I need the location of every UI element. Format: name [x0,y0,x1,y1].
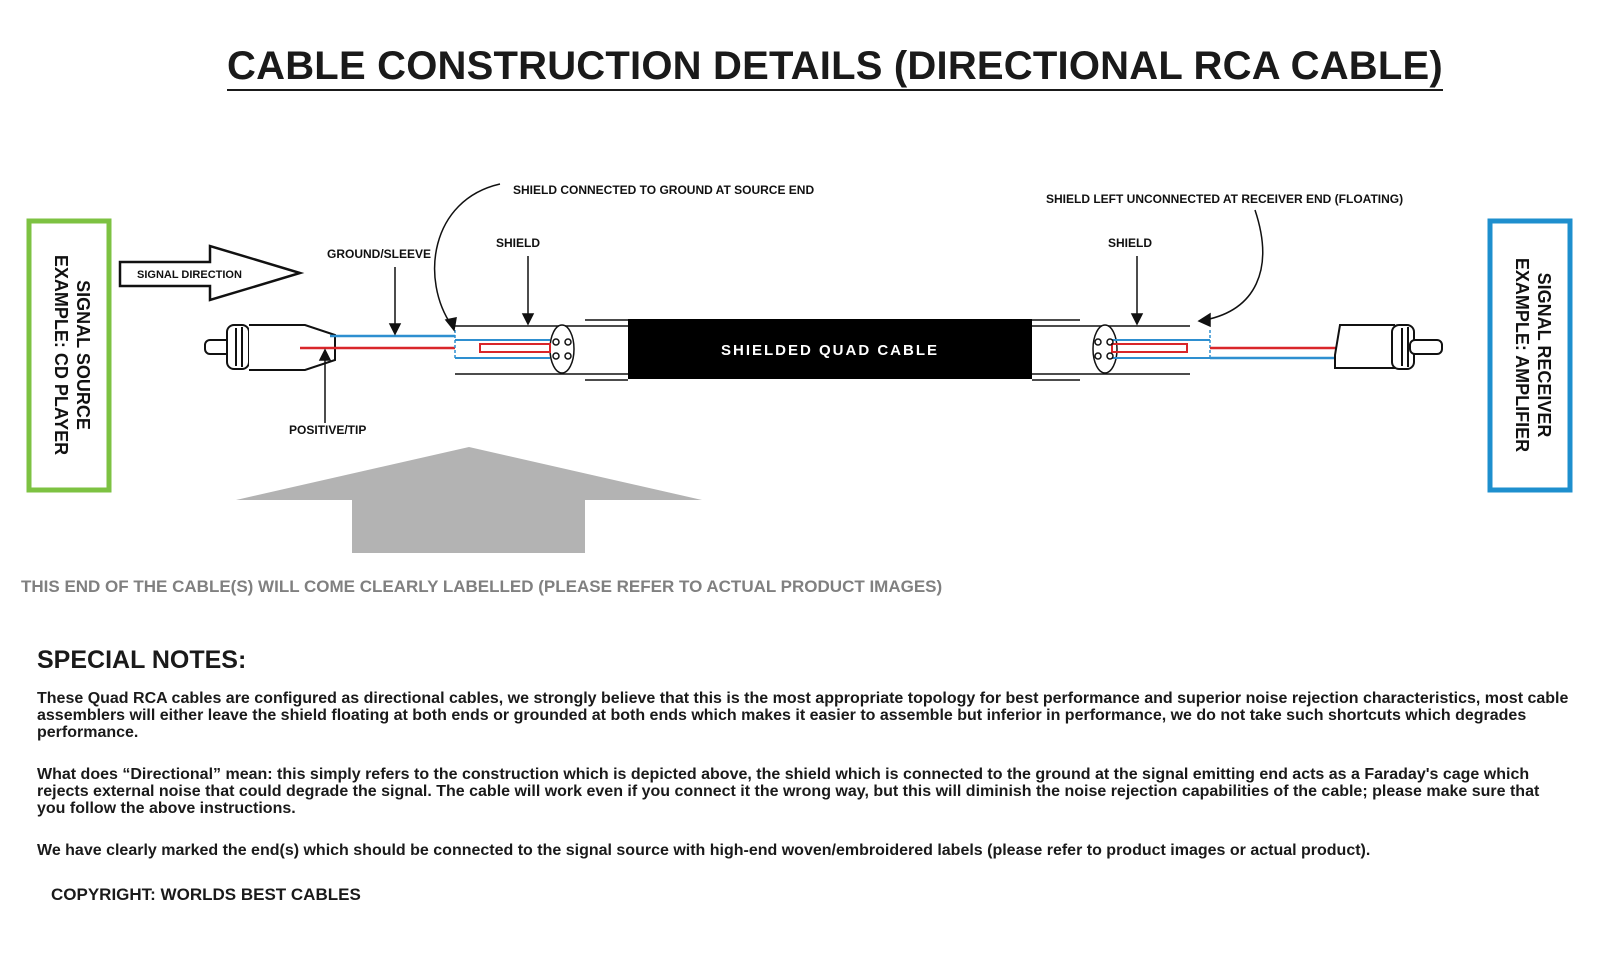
positive-tip-label: POSITIVE/TIP [289,423,366,437]
signal-direction-arrow [118,244,305,302]
signal-source-box [26,218,112,493]
left-cable-end [454,319,628,381]
shielded-quad-cable [628,319,1032,379]
shield-right-label: SHIELD [1108,236,1152,250]
left-rca-plug [204,324,336,371]
special-note-paragraph: These Quad RCA cables are configured as … [37,690,1569,741]
shield-receiver-note: SHIELD LEFT UNCONNECTED AT RECEIVER END … [1046,192,1403,206]
right-rca-plug [1334,324,1443,370]
labelled-end-note: THIS END OF THE CABLE(S) WILL COME CLEAR… [21,577,943,596]
cable-name-label: SHIELDED QUAD CABLE [721,342,939,359]
signal-direction-label: SIGNAL DIRECTION [137,269,242,281]
signal-receiver-text: SIGNAL RECEIVER EXAMPLE: AMPLIFIER [1512,258,1554,452]
left-wires [300,334,455,350]
copyright-notice: COPYRIGHT: WORLDS BEST CABLES [51,885,361,904]
shield-source-note: SHIELD CONNECTED TO GROUND AT SOURCE END [513,183,814,197]
svg-text:EXAMPLE: CD PLAYER: EXAMPLE: CD PLAYER [51,255,71,455]
labelled-end-arrow [236,447,702,553]
signal-receiver-box [1487,218,1573,493]
svg-text:SIGNAL RECEIVER: SIGNAL RECEIVER [1534,273,1554,438]
special-note-paragraph: We have clearly marked the end(s) which … [37,842,1371,859]
shield-left-label: SHIELD [496,236,540,250]
special-notes-heading: SPECIAL NOTES: [37,646,247,674]
page-title: CABLE CONSTRUCTION DETAILS (DIRECTIONAL … [0,44,1600,91]
special-note-paragraph: What does “Directional” mean: this simpl… [37,766,1540,817]
right-cable-end [1032,319,1211,381]
svg-text:SIGNAL SOURCE: SIGNAL SOURCE [73,280,93,430]
ground-sleeve-label: GROUND/SLEEVE [327,247,431,261]
signal-source-text: SIGNAL SOURCE EXAMPLE: CD PLAYER [51,255,93,455]
svg-text:EXAMPLE: AMPLIFIER: EXAMPLE: AMPLIFIER [1512,258,1532,452]
pointer-arrows [318,183,1264,423]
